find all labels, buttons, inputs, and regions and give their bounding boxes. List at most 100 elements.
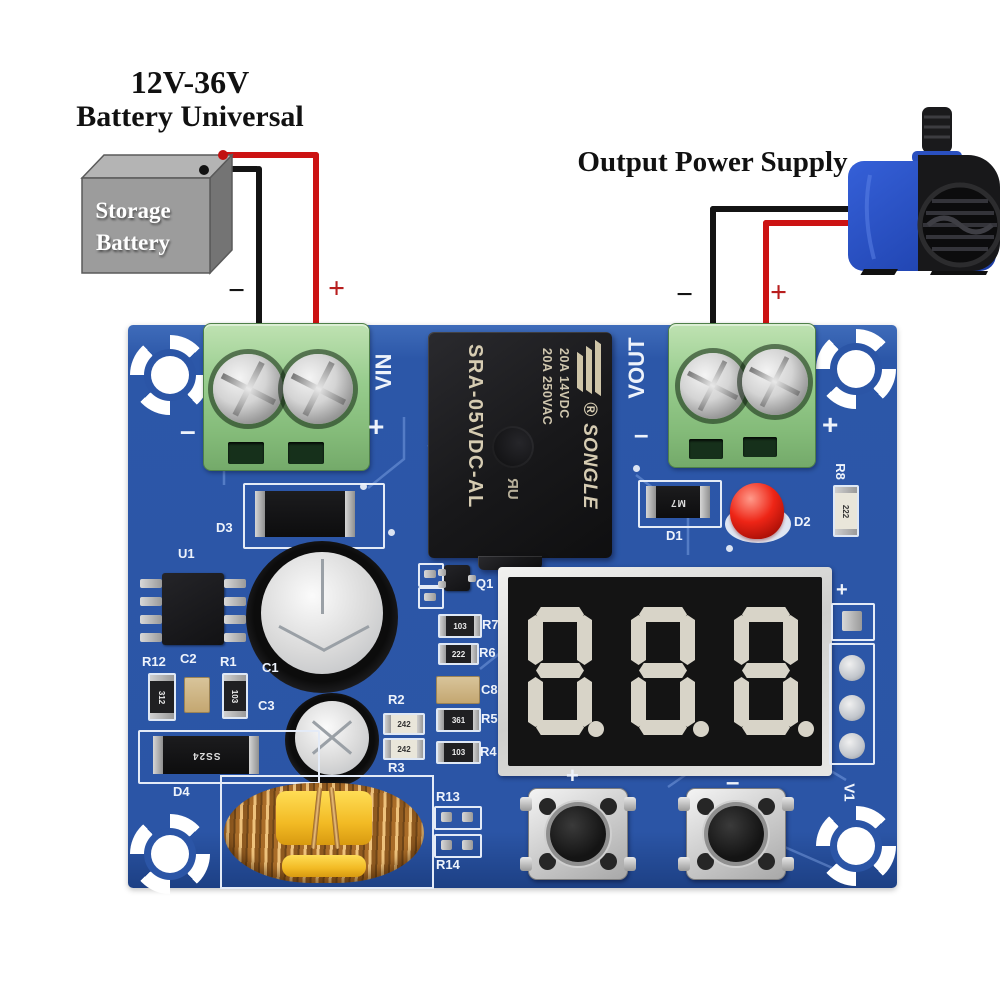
- r7-label: R7: [482, 617, 499, 632]
- connector-pos-silkscreen: +: [836, 579, 848, 601]
- battery-negative-wire-drop: [256, 166, 262, 326]
- output-negative-wire: [710, 206, 862, 212]
- resistor-r8: 222: [833, 485, 859, 537]
- q1-label: Q1: [476, 576, 494, 591]
- resistor-r6: 222: [438, 643, 479, 665]
- c1-label: C1: [262, 660, 279, 675]
- resistor-r4: 103: [436, 741, 481, 764]
- input-plus-sign: +: [328, 272, 346, 305]
- resistor-r12: 312: [148, 673, 176, 721]
- r12-label: R12: [142, 654, 166, 669]
- battery-positive-wire: [222, 152, 319, 158]
- resistor-r3: 242: [383, 738, 425, 760]
- relay-emboss-circle: [492, 426, 534, 468]
- vin-neg-silkscreen: –: [180, 415, 196, 446]
- vin-terminal-screw-neg: [213, 354, 283, 424]
- r5-label: R5: [481, 711, 498, 726]
- output-positive-wire: [763, 220, 862, 226]
- vout-wire-slot: [689, 439, 723, 459]
- vout-neg-silkscreen: –: [634, 419, 649, 449]
- input-minus-sign: −: [228, 274, 246, 307]
- resistor-r1: 103: [222, 673, 248, 719]
- vout-pos-silkscreen: +: [822, 409, 839, 440]
- diode-d4: SS24: [153, 736, 259, 774]
- d1-outline: [638, 480, 722, 528]
- connector-pad: [839, 695, 865, 721]
- water-pump-image: [848, 107, 1000, 275]
- vin-wire-slot: [288, 442, 324, 464]
- capacitor-c1: [246, 541, 398, 693]
- r2-label: R2: [388, 692, 405, 707]
- mounting-hole-bottom-right: [816, 806, 896, 886]
- r4-label: R4: [480, 744, 497, 759]
- d3-label: D3: [216, 520, 233, 535]
- r6-label: R6: [479, 645, 496, 660]
- r14-label: R14: [436, 857, 460, 872]
- resistor-r2: 242: [383, 713, 425, 735]
- mounting-hole-top-right: [816, 329, 896, 409]
- output-minus-sign: −: [676, 278, 694, 311]
- output-positive-wire-drop: [763, 220, 769, 326]
- relay-cert-row: UR: [492, 426, 534, 548]
- increase-button: [520, 788, 636, 880]
- capacitor-c8: [436, 676, 480, 704]
- r13-label: R13: [436, 789, 460, 804]
- battery-label-line1: Storage: [95, 198, 171, 223]
- d2-label: D2: [794, 514, 811, 529]
- r13-pads: [434, 806, 482, 830]
- diode-d1: M7: [646, 486, 710, 518]
- pad-outline: [418, 587, 444, 609]
- vout-terminal-screw-neg: [680, 353, 746, 419]
- c8-label: C8: [481, 682, 498, 697]
- battery-label: Storage Battery: [78, 195, 188, 259]
- display-digit: [734, 607, 798, 735]
- display-decimal-point: [588, 721, 604, 737]
- vout-terminal-screw-pos: [742, 349, 808, 415]
- output-plus-sign: +: [770, 276, 788, 309]
- decrease-button: [678, 788, 794, 880]
- vin-silkscreen: VIN: [371, 353, 396, 391]
- display-decimal-point: [693, 721, 709, 737]
- v1-label: V1: [840, 783, 858, 802]
- battery-positive-wire-drop: [313, 152, 319, 326]
- battery-label-line2: Battery: [95, 230, 171, 256]
- relay-tab: [478, 556, 542, 570]
- vout-silkscreen: VOUT: [624, 337, 649, 399]
- input-title-line1: 12V-36V: [130, 64, 250, 100]
- ic-u1: [162, 573, 224, 645]
- capacitor-c3: [285, 693, 379, 787]
- vin-terminal-screw-pos: [283, 354, 353, 424]
- resistor-r7: 103: [438, 614, 482, 638]
- vout-terminal-block: [668, 323, 816, 468]
- inductor-core-bottom: [282, 855, 366, 877]
- output-title: Output Power Supply: [577, 146, 848, 178]
- c2-label: C2: [180, 651, 197, 666]
- vin-pos-silkscreen: +: [368, 411, 385, 442]
- c3-label: C3: [258, 698, 275, 713]
- led-d2: [730, 483, 784, 539]
- connector-pads-outline: [829, 643, 875, 765]
- display-digit: [528, 607, 592, 735]
- display-digit: [631, 607, 695, 735]
- vout-wire-slot: [743, 437, 777, 457]
- relay-rating-ac: 20A 250VAC: [540, 348, 554, 426]
- connector-pad: [839, 733, 865, 759]
- r8-label: R8: [832, 463, 848, 480]
- resistor-r5: 361: [436, 708, 481, 732]
- relay-rating-dc: 20A 14VDC: [557, 348, 571, 419]
- r1-label: R1: [220, 654, 237, 669]
- relay-brand: ® SONGLE: [579, 402, 600, 510]
- d1-label: D1: [666, 528, 683, 543]
- transistor-q1: [444, 565, 470, 591]
- button-plus-silkscreen: +: [566, 763, 579, 788]
- vin-wire-slot: [228, 442, 264, 464]
- button-cap: [550, 806, 606, 862]
- voltage-display: [508, 577, 822, 766]
- storage-battery-image: [80, 150, 234, 275]
- diode-d3: [255, 491, 355, 537]
- inductor-outline: [220, 775, 434, 889]
- capacitor-c2: [184, 677, 210, 713]
- relay-cert-mark: UR: [504, 478, 522, 500]
- u1-label: U1: [178, 546, 195, 561]
